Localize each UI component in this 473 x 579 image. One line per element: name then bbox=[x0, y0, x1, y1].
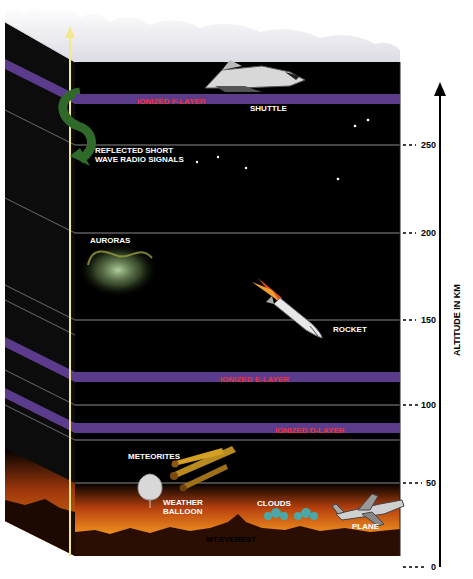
vehicle-label: SHUTTLE bbox=[250, 104, 287, 113]
phenomenon-label: REFLECTED SHORT WAVE RADIO SIGNALS bbox=[95, 146, 195, 164]
d-layer-band: IONIZED D-LAYER bbox=[75, 423, 400, 433]
landmark-label: MT.EVEREST bbox=[206, 535, 256, 544]
layer-name: IONIZED E-LAYER bbox=[220, 375, 289, 385]
axis-tick: 50 bbox=[426, 478, 436, 488]
axis-title: ALTITUDE IN KM bbox=[452, 284, 462, 356]
phenomenon-label: AURORAS bbox=[90, 236, 130, 245]
axis-tick: 200 bbox=[421, 228, 436, 238]
vehicle-label: WEATHER BALLOON bbox=[163, 498, 223, 516]
vehicle-label: ROCKET bbox=[333, 325, 367, 334]
vehicle-label: PLANE bbox=[352, 522, 379, 531]
f-layer-band: IONIZED F-LAYER bbox=[75, 94, 400, 104]
axis-tick: 150 bbox=[421, 315, 436, 325]
layer-name: IONIZED F-LAYER bbox=[137, 97, 206, 107]
axis-tick: 100 bbox=[421, 400, 436, 410]
phenomenon-label: CLOUDS bbox=[257, 499, 291, 508]
phenomenon-label: METEORITES bbox=[128, 452, 180, 461]
axis-tick: 250 bbox=[421, 140, 436, 150]
e-layer-band: IONIZED E-LAYER bbox=[75, 372, 400, 382]
layer-name: IONIZED D-LAYER bbox=[275, 426, 345, 436]
axis-tick: 0 bbox=[431, 562, 436, 572]
